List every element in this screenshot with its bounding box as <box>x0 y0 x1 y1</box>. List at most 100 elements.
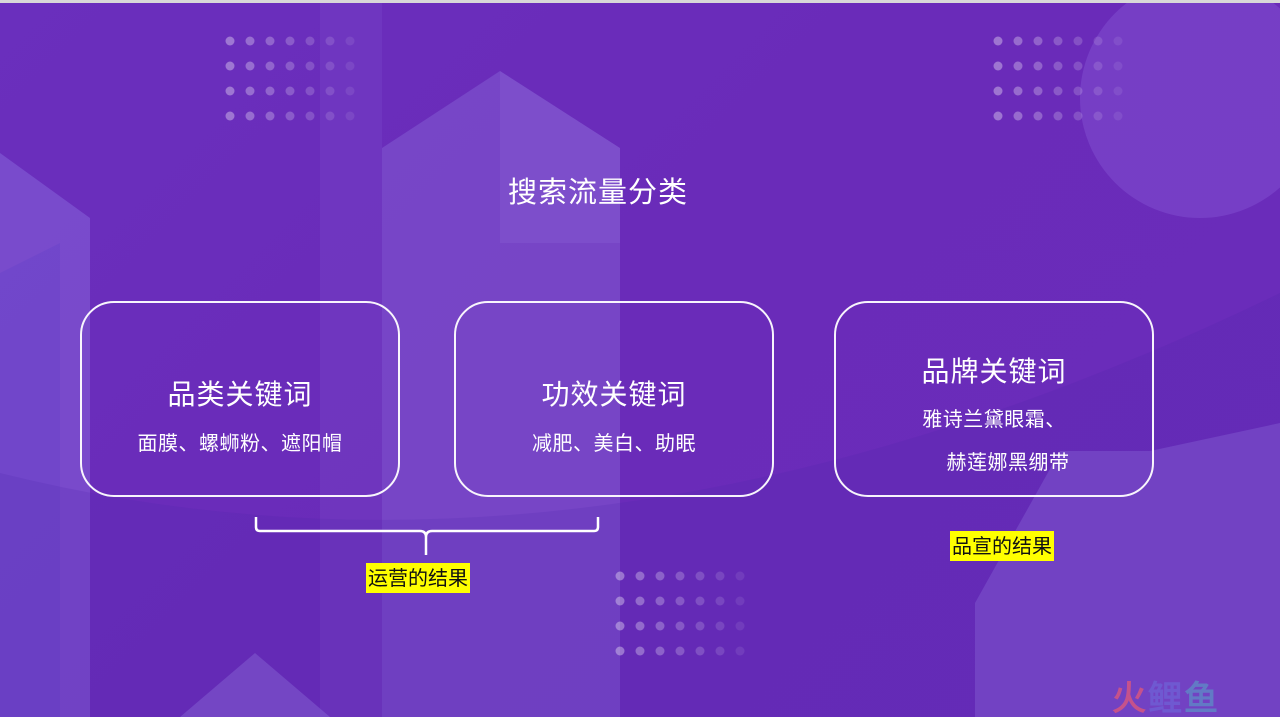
decor-dot <box>635 646 645 656</box>
decor-dot <box>715 621 725 631</box>
decor-dot <box>675 621 685 631</box>
decor-dot <box>245 36 255 46</box>
decor-dot <box>675 646 685 656</box>
decor-dot <box>695 646 705 656</box>
category-keyword-card: 品类关键词 面膜、螺蛳粉、遮阳帽 <box>80 301 400 497</box>
card-title: 功效关键词 <box>541 378 687 411</box>
watermark-char: 鲤 <box>1148 679 1184 717</box>
decor-dot <box>655 646 665 656</box>
decor-dot <box>1013 61 1023 71</box>
decor-dot <box>615 571 625 581</box>
decor-dot <box>345 36 355 46</box>
decor-dot <box>1093 36 1103 46</box>
decor-dot <box>285 111 295 121</box>
decor-dot <box>245 111 255 121</box>
decor-dot <box>735 621 745 631</box>
dot-grid-top-left <box>225 36 355 121</box>
watermark-char: 火 <box>1112 679 1148 717</box>
decor-dot <box>635 596 645 606</box>
decor-dot <box>225 61 235 71</box>
decor-dot <box>305 36 315 46</box>
decor-dot <box>735 596 745 606</box>
decor-dot <box>715 596 725 606</box>
decor-dot <box>305 86 315 96</box>
decor-dot <box>305 61 315 71</box>
decor-dot <box>1073 111 1083 121</box>
decor-dot <box>615 596 625 606</box>
decor-dot <box>715 646 725 656</box>
decor-dot <box>993 86 1003 96</box>
card-description: 面膜、螺蛳粉、遮阳帽 <box>137 431 343 455</box>
decor-dot <box>1073 36 1083 46</box>
decor-dot <box>285 36 295 46</box>
decor-dot <box>1013 86 1023 96</box>
decor-dot <box>1113 111 1123 121</box>
card-description-line-2: 赫莲娜黑绷带 <box>946 450 1070 474</box>
bracket-line <box>254 517 600 555</box>
decor-dot <box>1053 36 1063 46</box>
decor-dot <box>305 111 315 121</box>
decor-dot <box>1093 86 1103 96</box>
decor-dot <box>1113 61 1123 71</box>
decor-dot <box>325 36 335 46</box>
decor-dot <box>265 111 275 121</box>
decor-dot <box>675 596 685 606</box>
decor-dot <box>1033 86 1043 96</box>
decor-dot <box>735 646 745 656</box>
decor-dot <box>615 646 625 656</box>
card-title: 品牌关键词 <box>921 355 1067 388</box>
background-decoration <box>0 3 1280 717</box>
brand-keyword-card: 品牌关键词 雅诗兰黛眼霜、 赫莲娜黑绷带 <box>834 301 1154 497</box>
decor-dot <box>285 86 295 96</box>
efficacy-keyword-card: 功效关键词 减肥、美白、助眠 <box>454 301 774 497</box>
decor-dot <box>1093 111 1103 121</box>
decor-dot <box>325 61 335 71</box>
slide: 搜索流量分类 品类关键词 面膜、螺蛳粉、遮阳帽 功效关键词 减肥、美白、助眠 品… <box>0 3 1280 717</box>
decor-dot <box>265 61 275 71</box>
operations-result-tag: 运营的结果 <box>366 563 470 593</box>
card-description: 减肥、美白、助眠 <box>532 431 696 455</box>
decor-dot <box>655 571 665 581</box>
slide-title: 搜索流量分类 <box>507 175 688 209</box>
decor-dot <box>675 571 685 581</box>
decor-dot <box>1053 61 1063 71</box>
decor-dot <box>225 111 235 121</box>
decor-dot <box>1013 111 1023 121</box>
decor-dot <box>325 111 335 121</box>
decor-dot <box>695 621 705 631</box>
decor-dot <box>635 621 645 631</box>
decor-dot <box>1113 86 1123 96</box>
dot-grid-top-right <box>993 36 1123 121</box>
decor-dot <box>325 86 335 96</box>
decor-dot <box>993 36 1003 46</box>
decor-dot <box>1093 61 1103 71</box>
decor-dot <box>225 86 235 96</box>
decor-dot <box>345 61 355 71</box>
decor-dot <box>993 61 1003 71</box>
decor-dot <box>735 571 745 581</box>
brand-result-tag: 品宣的结果 <box>950 531 1054 561</box>
decor-dot <box>1073 61 1083 71</box>
card-title: 品类关键词 <box>167 378 313 411</box>
decor-dot <box>345 111 355 121</box>
dot-grid-bottom-center <box>615 571 745 656</box>
watermark-char: 鱼 <box>1184 679 1220 717</box>
card-description-line-1: 雅诗兰黛眼霜、 <box>922 407 1066 431</box>
decor-dot <box>265 36 275 46</box>
decor-dot <box>1053 86 1063 96</box>
decor-dot <box>245 61 255 71</box>
watermark-logo: 火鲤鱼 <box>1112 671 1220 717</box>
decor-dot <box>993 111 1003 121</box>
decor-dot <box>655 621 665 631</box>
decor-dot <box>655 596 665 606</box>
decor-dot <box>285 61 295 71</box>
decor-dot <box>715 571 725 581</box>
decor-dot <box>695 571 705 581</box>
decor-dot <box>1053 111 1063 121</box>
decor-dot <box>265 86 275 96</box>
decor-dot <box>1033 36 1043 46</box>
decor-dot <box>345 86 355 96</box>
decor-dot <box>1013 36 1023 46</box>
decor-dot <box>225 36 235 46</box>
decor-dot <box>695 596 705 606</box>
